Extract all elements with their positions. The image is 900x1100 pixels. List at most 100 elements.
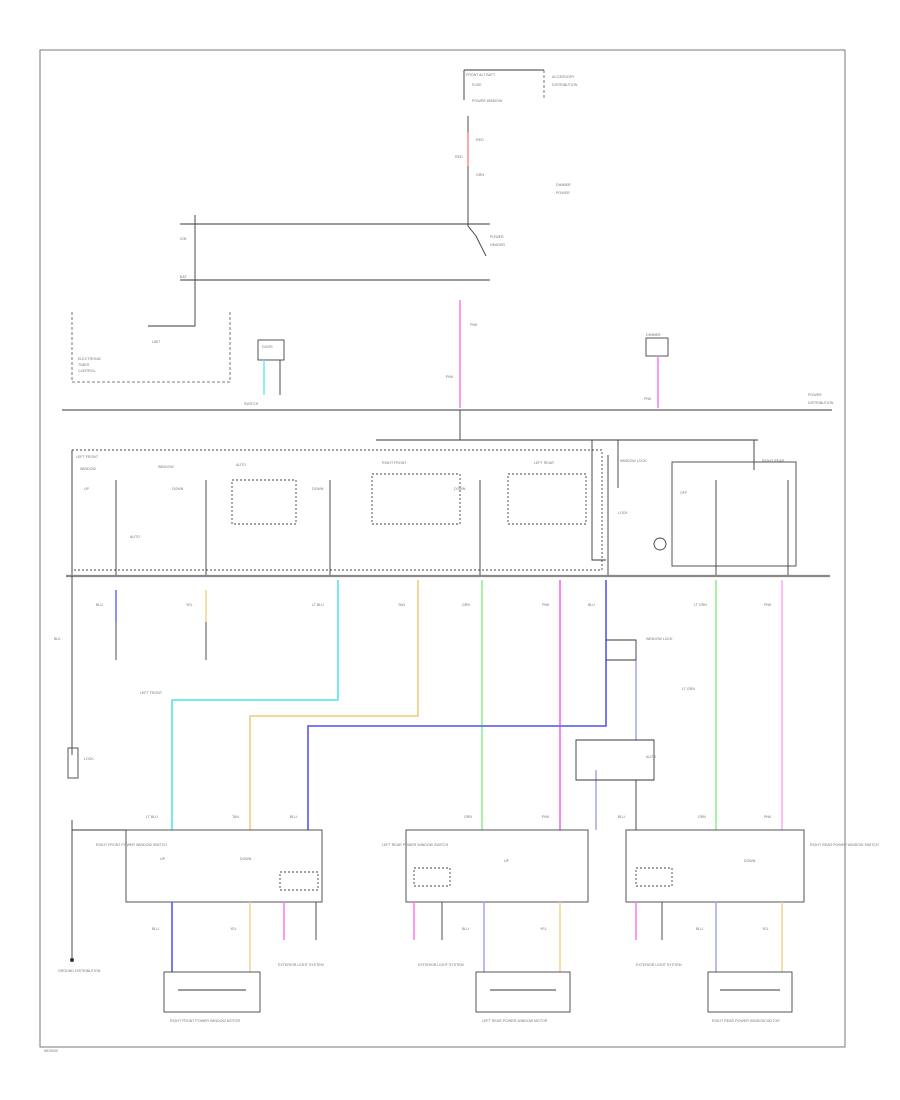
wire-label: TAN bbox=[398, 603, 405, 607]
motor-label: RIGHT REAR POWER WINDOW MOTOR bbox=[712, 1019, 780, 1023]
bottom-motor-wiring: BLU YEL EXTERIOR LIGHT SYSTEM EXTERIOR L… bbox=[152, 902, 783, 972]
down-label: DOWN bbox=[312, 487, 324, 491]
ign-bat-rails: IGN BAT POWER HEADER bbox=[148, 215, 505, 327]
exterior-light-label: EXTERIOR LIGHT SYSTEM bbox=[278, 963, 324, 967]
wire-label: PNK bbox=[542, 815, 550, 819]
wire-label: YEL bbox=[762, 927, 769, 931]
left-front-master-switch: LEFT FRONT WINDOW WINDOW AUTO RIGHT FRON… bbox=[71, 439, 797, 575]
wire-label: LT BLU bbox=[312, 603, 324, 607]
switch-label: WINDOW bbox=[158, 465, 174, 469]
power-window-label: POWER WINDOW bbox=[472, 99, 503, 103]
wire-label: BLU bbox=[618, 815, 625, 819]
switch-label: RIGHT REAR bbox=[762, 459, 785, 463]
wire-label: PNK bbox=[764, 603, 772, 607]
wire-label: GRN bbox=[698, 815, 706, 819]
left-rear-window-switch: LEFT REAR POWER WINDOW SWITCH UP bbox=[382, 829, 589, 903]
door-switch: DOOR SWITCH bbox=[244, 339, 285, 406]
wire-label: YEL bbox=[186, 603, 193, 607]
master-switch-label: WINDOW bbox=[80, 467, 96, 471]
motor-label: LEFT REAR POWER WINDOW MOTOR bbox=[482, 1019, 548, 1023]
power-relay-label: POWER bbox=[490, 235, 504, 239]
power-distribution-label: DIMMER bbox=[556, 183, 571, 187]
wire-label: PNK bbox=[470, 323, 478, 327]
diagram-frame bbox=[39, 49, 846, 1048]
fuse-label: FRONT ALT BATT bbox=[466, 73, 496, 77]
diagram-id-tag: WD0000 bbox=[44, 1049, 58, 1053]
right-rear-window-switch: RIGHT REAR POWER WINDOW SWITCH DOWN bbox=[625, 829, 879, 903]
bus-label: POWER bbox=[808, 393, 822, 397]
bus-label: DISTRIBUTION bbox=[808, 401, 834, 405]
accessory-label: ACCESSORY bbox=[552, 75, 575, 79]
middle-wiring: BLK BLU YEL LEFT FRONT LT BLU LT BLU TAN… bbox=[54, 576, 783, 830]
motor-label: RIGHT FRONT POWER WINDOW MOTOR bbox=[170, 1019, 240, 1023]
right-front-window-switch: RIGHT FRONT POWER WINDOW SWITCH UP DOWN … bbox=[58, 820, 323, 973]
power-relay-label: HEADER bbox=[490, 243, 505, 247]
lock-label: LOCK bbox=[618, 511, 628, 515]
wire-label: GRN bbox=[462, 603, 470, 607]
etcu-label: UNIT bbox=[152, 340, 161, 344]
distribution-note-label: DISTRIBUTION bbox=[552, 83, 578, 87]
down-label: DOWN bbox=[240, 857, 252, 861]
ground-label: GROUND DISTRIBUTION bbox=[58, 969, 101, 973]
switch-label: LEFT REAR POWER WINDOW SWITCH bbox=[382, 843, 449, 847]
up-label: UP bbox=[160, 857, 166, 861]
bat-label: BAT bbox=[180, 275, 188, 279]
fuse-header-group: FRONT ALT BATT FUSE POWER WINDOW ACCESSO… bbox=[455, 69, 578, 226]
master-switch-label: LEFT FRONT bbox=[76, 455, 99, 459]
wire-label: BLU bbox=[96, 603, 103, 607]
relay-label: AUTO bbox=[646, 755, 656, 759]
door-switch-sub-label: SWITCH bbox=[244, 402, 259, 406]
wire-label: LT GRN bbox=[682, 687, 695, 691]
ign-label: IGN bbox=[180, 237, 187, 241]
wire-label: YEL bbox=[540, 927, 547, 931]
wire-label: PNK bbox=[446, 375, 454, 379]
relay-label: WINDOW LOCK bbox=[646, 637, 673, 641]
lf-switch-note: LEFT FRONT bbox=[140, 691, 163, 695]
door-switch-label: DOOR bbox=[262, 345, 273, 349]
left-rear-window-motor: LEFT REAR POWER WINDOW MOTOR bbox=[475, 971, 571, 1023]
switch-label: RIGHT FRONT POWER WINDOW SWITCH bbox=[96, 843, 167, 847]
switch-label: LEFT REAR bbox=[534, 461, 554, 465]
wire-label: RED bbox=[455, 155, 463, 159]
down-label: DOWN bbox=[744, 859, 756, 863]
wire-label: TAN bbox=[232, 815, 239, 819]
dimmer-label: DIMMER bbox=[646, 333, 661, 337]
wire-label: LT BLU bbox=[146, 815, 158, 819]
right-rear-window-motor: RIGHT REAR POWER WINDOW MOTOR bbox=[707, 971, 793, 1023]
switch-label: WINDOW LOCK bbox=[620, 459, 647, 463]
etcu-label: CONTROL bbox=[78, 369, 96, 373]
wire-label: BLU bbox=[462, 927, 469, 931]
wire-label: BLU bbox=[152, 927, 159, 931]
relay-label: LOCK bbox=[84, 757, 94, 761]
wire-label: BLU bbox=[696, 927, 703, 931]
auto-label: AUTO bbox=[130, 535, 140, 539]
power-distribution-label: POWER bbox=[556, 191, 570, 195]
up-label: UP bbox=[84, 487, 90, 491]
fuse-sub-label: FUSE bbox=[472, 83, 482, 87]
down-label: DOWN bbox=[172, 487, 184, 491]
wire-label: GRN bbox=[476, 173, 484, 177]
right-front-window-motor: RIGHT FRONT POWER WINDOW MOTOR bbox=[163, 971, 261, 1023]
exterior-light-label: EXTERIOR LIGHT SYSTEM bbox=[418, 963, 464, 967]
down-label: DOWN bbox=[454, 487, 466, 491]
wire-label: RED bbox=[476, 138, 484, 142]
wire-label: BLU bbox=[588, 603, 595, 607]
wire-label: YEL bbox=[230, 927, 237, 931]
etcu-label: ELECTRONIC bbox=[78, 357, 102, 361]
etcu-label: TIMER bbox=[78, 363, 90, 367]
wire-label: GRN bbox=[464, 815, 472, 819]
wire-label: BLK bbox=[54, 637, 61, 641]
wire-label: BLU bbox=[290, 815, 297, 819]
switch-label: AUTO bbox=[236, 463, 246, 467]
switch-label: RIGHT REAR POWER WINDOW SWITCH bbox=[810, 843, 879, 847]
electronic-timer-control-unit: ELECTRONIC TIMER CONTROL UNIT bbox=[71, 312, 231, 383]
dimmer-circuit: DIMMER PNK bbox=[644, 333, 669, 408]
switch-label: RIGHT FRONT bbox=[382, 461, 407, 465]
wire-label: LT GRN bbox=[694, 603, 707, 607]
wire-label: PNK bbox=[764, 815, 772, 819]
off-label: OFF bbox=[680, 491, 688, 495]
wire-label: PNK bbox=[542, 603, 550, 607]
wire-label: PNK bbox=[644, 397, 652, 401]
up-label: UP bbox=[504, 859, 510, 863]
